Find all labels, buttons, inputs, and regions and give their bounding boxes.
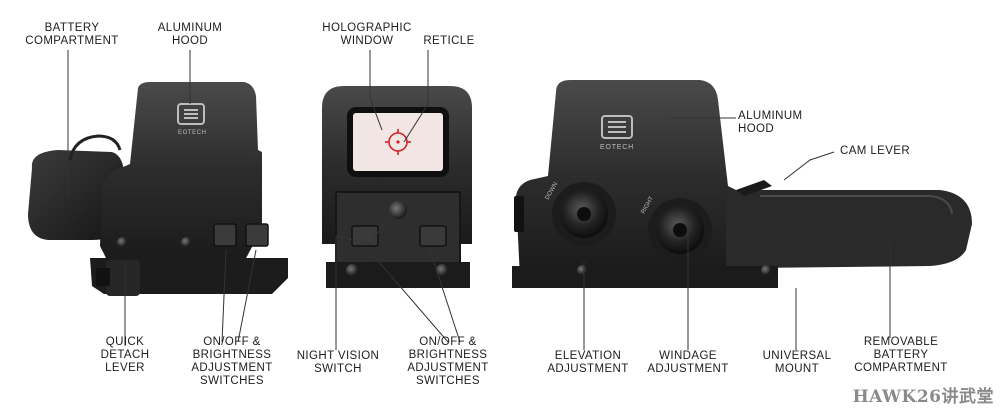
eotech-logo: EOTECH xyxy=(177,103,207,136)
label-aluminum-hood-left: ALUMINUM HOOD xyxy=(157,22,223,47)
label-switches-front: ON/OFF & BRIGHTNESS ADJUSTMENT SWITCHES xyxy=(407,336,489,387)
elevation-knob: DOWN xyxy=(545,182,616,246)
leader-lines xyxy=(67,50,891,350)
label-night-vision-switch: NIGHT VISION SWITCH xyxy=(296,350,380,375)
label-windage-adjustment: WINDAGE ADJUSTMENT xyxy=(647,350,729,375)
switch-button-on xyxy=(213,223,237,247)
label-removable-battery-compartment: REMOVABLE BATTERY COMPARTMENT xyxy=(854,336,948,374)
night-vision-knob xyxy=(389,201,407,219)
label-switches-left: ON/OFF & BRIGHTNESS ADJUSTMENT SWITCHES xyxy=(191,336,273,387)
sight-front-view xyxy=(322,86,472,288)
screw xyxy=(117,237,127,247)
screw xyxy=(436,264,448,276)
cam-lever-shape xyxy=(736,180,772,196)
battery-cap xyxy=(28,150,124,240)
screw xyxy=(181,237,191,247)
label-holographic-window: HOLOGRAPHIC WINDOW xyxy=(322,22,412,47)
cam-wire xyxy=(68,134,122,161)
screw xyxy=(346,264,358,276)
side-button xyxy=(514,196,524,232)
screw xyxy=(577,265,587,275)
battery-body xyxy=(726,190,972,278)
brand-label: EOTECH xyxy=(600,144,634,151)
label-aluminum-hood-right: ALUMINUM HOOD xyxy=(738,110,803,135)
windage-knob: RIGHT xyxy=(641,196,712,262)
label-cam-lever: CAM LEVER xyxy=(840,145,911,157)
label-battery-compartment: BATTERY COMPARTMENT xyxy=(25,22,119,47)
front-switch-right xyxy=(419,225,447,247)
long-base xyxy=(512,266,778,288)
front-base xyxy=(326,262,470,288)
long-hood xyxy=(516,80,740,278)
side-hood xyxy=(100,82,262,262)
eotech-logo: EOTECH xyxy=(600,115,634,151)
label-quick-detach-lever: QUICK DETACH LEVER xyxy=(100,336,150,374)
brand-label: EOTECH xyxy=(178,130,207,136)
sight-side-view: EOTECH xyxy=(28,82,288,296)
switch-button-brightness xyxy=(245,223,269,247)
watermark: HAWK26讲武堂 xyxy=(852,387,994,407)
label-universal-mount: UNIVERSAL MOUNT xyxy=(762,350,832,375)
label-elevation-adjustment: ELEVATION ADJUSTMENT xyxy=(547,350,629,375)
label-reticle: RETICLE xyxy=(423,35,475,47)
quick-detach-lever-shape xyxy=(106,260,140,296)
battery-highlight xyxy=(760,195,953,215)
reticle-mark xyxy=(385,129,411,155)
sight-long-view: EOTECH DOWN RIGHT xyxy=(512,80,972,288)
screw xyxy=(761,265,771,275)
